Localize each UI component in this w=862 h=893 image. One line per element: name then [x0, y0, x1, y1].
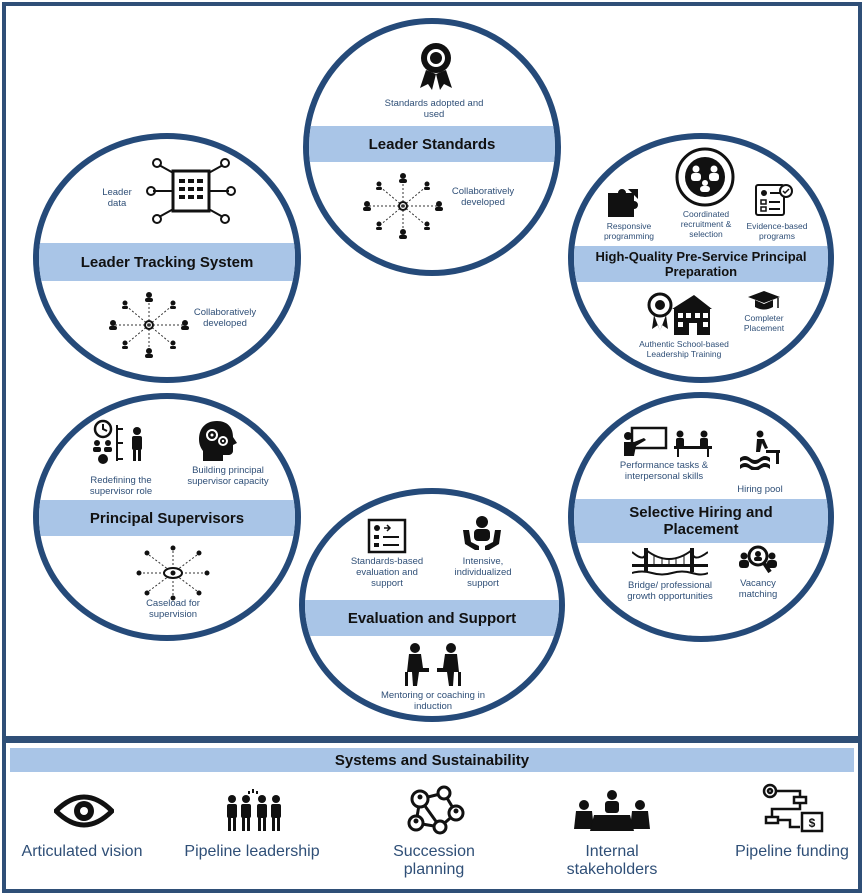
principal-supervisors-title: Principal Supervisors — [39, 500, 295, 536]
vacancy-search-icon — [739, 545, 777, 574]
team-icon — [227, 789, 281, 831]
standards-based-eval-label: Standards-based evaluation and support — [350, 556, 424, 589]
evidence-based-programs-label: Evidence-based programs — [746, 221, 808, 241]
completer-placement-label: Completer Placement — [743, 313, 785, 333]
succession-planning-label: Succession planning — [393, 843, 475, 878]
performance-tasks-icon — [624, 426, 712, 457]
caseload-label: Caseload for supervision — [146, 598, 200, 620]
collaboration-network-icon — [363, 173, 443, 239]
collaboratively-developed-label: Collaboratively developed — [193, 307, 257, 329]
circle-preservice: Responsive programming Coordinated recru… — [568, 133, 834, 383]
pipeline-leadership-label: Pipeline leadership — [184, 843, 320, 860]
evidence-checklist-icon — [755, 184, 793, 216]
support-hands-icon — [463, 516, 501, 550]
leader-tracking-title: Leader Tracking System — [39, 243, 295, 281]
standards-adopted-label: Standards adopted and used — [384, 98, 484, 120]
preservice-title: High-Quality Pre-Service Principal Prepa… — [574, 246, 828, 282]
meeting-icon — [574, 790, 650, 831]
systems-sustainability-panel: Systems and Sustainability Articulated v… — [2, 739, 862, 893]
award-ribbon-icon — [420, 43, 452, 90]
intensive-support-label: Intensive, individualized support — [454, 556, 512, 589]
articulated-vision-label: Articulated vision — [21, 843, 143, 860]
circle-leader-tracking: Leader data Leader Tracking System — [33, 133, 301, 383]
circle-principal-supervisors: Redefining the supervisor role Building … — [33, 393, 301, 641]
head-gears-icon — [199, 421, 237, 461]
evaluation-support-title: Evaluation and Support — [305, 600, 559, 636]
network-icon — [407, 785, 465, 835]
data-document-icon — [146, 158, 236, 224]
supervisor-role-icon — [93, 419, 142, 464]
funding-flow-icon: $ — [762, 783, 824, 833]
circle-leader-standards: Standards adopted and used Leader Standa… — [303, 18, 561, 276]
coordinated-recruitment-label: Coordinated recruitment & selection — [680, 209, 732, 239]
evaluation-form-icon — [367, 518, 407, 554]
mentoring-label: Mentoring or coaching in induction — [380, 690, 486, 712]
collaboration-network-icon — [109, 292, 189, 358]
mentoring-people-icon — [405, 643, 461, 686]
authentic-training-label: Authentic School-based Leadership Traini… — [639, 339, 729, 359]
graduation-cap-icon — [748, 291, 780, 310]
school-certificate-icon — [647, 292, 712, 335]
internal-stakeholders-label: Internal stakeholders — [566, 843, 658, 878]
hiring-pool-label: Hiring pool — [737, 484, 783, 495]
caseload-network-icon — [136, 545, 210, 601]
circle-evaluation-support: Standards-based evaluation and support I… — [299, 488, 565, 722]
leader-data-label: Leader data — [102, 187, 132, 209]
bridge-icon — [632, 547, 708, 576]
leader-standards-title: Leader Standards — [309, 126, 555, 162]
circle-selective-hiring: Performance tasks & interpersonal skills… — [568, 392, 834, 642]
recruitment-circle-icon — [675, 147, 735, 207]
performance-tasks-label: Performance tasks & interpersonal skills — [619, 460, 709, 482]
building-capacity-label: Building principal supervisor capacity — [187, 465, 269, 487]
svg-text:$: $ — [809, 816, 816, 830]
vacancy-matching-label: Vacancy matching — [738, 578, 778, 600]
responsive-programming-label: Responsive programming — [603, 221, 655, 241]
bridge-growth-label: Bridge/ professional growth opportunitie… — [627, 580, 713, 602]
eye-icon — [54, 794, 114, 828]
collaboratively-developed-label: Collaboratively developed — [451, 186, 515, 208]
systems-sustainability-title: Systems and Sustainability — [10, 748, 854, 772]
selective-hiring-title: Selective Hiring and Placement — [574, 499, 828, 543]
pipeline-funding-label: Pipeline funding — [735, 843, 849, 860]
redefining-role-label: Redefining the supervisor role — [89, 475, 153, 497]
puzzle-icon — [608, 189, 638, 217]
hiring-pool-icon — [740, 430, 780, 470]
